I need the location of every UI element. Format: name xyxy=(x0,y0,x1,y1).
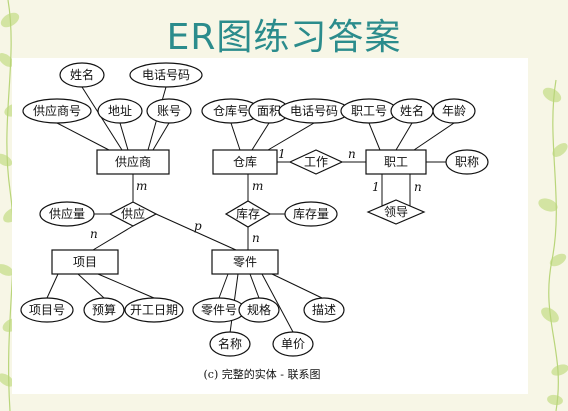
card-work-employee: n xyxy=(348,147,356,161)
relationship-supply: 供应 xyxy=(108,201,158,227)
svg-text:姓名: 姓名 xyxy=(70,67,94,82)
relationship-lead: 领导 xyxy=(366,199,426,225)
svg-text:电话号码: 电话号码 xyxy=(142,68,190,82)
attr-supplier-address: 地址 xyxy=(97,98,143,124)
svg-text:供应商号: 供应商号 xyxy=(33,103,81,118)
svg-text:账号: 账号 xyxy=(157,104,181,118)
attr-stock-qty: 库存量 xyxy=(284,201,338,227)
card-lead-top: 1 xyxy=(372,180,380,194)
svg-text:零件: 零件 xyxy=(233,255,257,269)
attr-project-no: 项目号 xyxy=(20,297,74,323)
attr-supplier-no: 供应商号 xyxy=(22,98,92,124)
attr-supply-qty: 供应量 xyxy=(39,201,95,227)
svg-text:库存量: 库存量 xyxy=(293,206,329,221)
attr-supplier-account: 账号 xyxy=(146,98,192,124)
svg-text:库存: 库存 xyxy=(236,206,260,221)
attr-part-desc: 描述 xyxy=(303,297,345,323)
svg-text:名称: 名称 xyxy=(218,336,242,351)
svg-text:供应商: 供应商 xyxy=(115,154,151,169)
svg-text:电话号码: 电话号码 xyxy=(290,104,338,118)
figure-caption: (c) 完整的实体 - 联系图 xyxy=(204,367,321,381)
entity-project: 项目 xyxy=(51,249,119,275)
svg-text:职称: 职称 xyxy=(455,155,479,169)
card-lead-bottom: n xyxy=(414,180,422,194)
attr-employee-no: 职工号 xyxy=(340,98,398,124)
attr-warehouse-phone: 电话号码 xyxy=(278,98,350,124)
svg-text:供应: 供应 xyxy=(121,206,145,221)
card-work-warehouse: 1 xyxy=(278,147,286,161)
attr-project-budget: 预算 xyxy=(83,297,125,323)
attr-part-name: 名称 xyxy=(209,331,251,357)
svg-text:规格: 规格 xyxy=(247,302,271,317)
entity-part: 零件 xyxy=(211,249,279,275)
svg-text:领导: 领导 xyxy=(384,205,408,219)
svg-text:描述: 描述 xyxy=(312,303,336,317)
svg-text:供应量: 供应量 xyxy=(49,206,85,221)
svg-text:项目: 项目 xyxy=(73,255,97,269)
slide-title: ER图练习答案 xyxy=(166,17,402,58)
attr-part-no: 零件号 xyxy=(192,297,246,323)
attr-project-start: 开工日期 xyxy=(124,297,184,323)
card-stock-part: n xyxy=(252,231,260,245)
svg-text:年龄: 年龄 xyxy=(442,104,466,118)
card-supply-part: p xyxy=(194,219,202,233)
attr-part-spec: 规格 xyxy=(238,297,280,323)
svg-text:预算: 预算 xyxy=(92,302,116,317)
attr-supplier-name: 姓名 xyxy=(59,62,105,88)
attr-part-price: 单价 xyxy=(272,331,314,357)
svg-text:零件号: 零件号 xyxy=(201,303,237,317)
edges xyxy=(46,86,455,334)
svg-text:仓库: 仓库 xyxy=(233,154,257,169)
svg-text:职工: 职工 xyxy=(384,155,408,169)
card-supply-supplier: m xyxy=(136,179,147,193)
attr-warehouse-no: 仓库号 xyxy=(201,98,261,124)
svg-text:职工号: 职工号 xyxy=(351,104,387,118)
svg-text:地址: 地址 xyxy=(108,104,132,118)
svg-text:姓名: 姓名 xyxy=(400,103,424,118)
attr-employee-title: 职称 xyxy=(445,149,489,175)
entity-warehouse: 仓库 xyxy=(212,149,278,175)
svg-text:面积: 面积 xyxy=(257,104,281,118)
entity-supplier: 供应商 xyxy=(96,149,170,175)
svg-text:开工日期: 开工日期 xyxy=(130,303,178,317)
relationship-stock: 库存 xyxy=(224,200,272,228)
relationship-work: 工作 xyxy=(288,149,344,175)
entity-employee: 职工 xyxy=(365,149,427,175)
svg-text:工作: 工作 xyxy=(304,155,328,169)
attr-employee-name: 姓名 xyxy=(390,98,434,124)
attr-employee-age: 年龄 xyxy=(432,98,476,124)
er-diagram: 供应商 仓库 职工 项目 零件 工作 领导 供应 xyxy=(12,58,528,394)
card-supply-project: n xyxy=(90,227,98,241)
attr-supplier-phone: 电话号码 xyxy=(129,62,203,88)
svg-text:项目号: 项目号 xyxy=(29,303,65,317)
svg-text:单价: 单价 xyxy=(281,337,305,351)
card-stock-warehouse: m xyxy=(252,179,263,193)
svg-text:仓库号: 仓库号 xyxy=(213,103,249,118)
